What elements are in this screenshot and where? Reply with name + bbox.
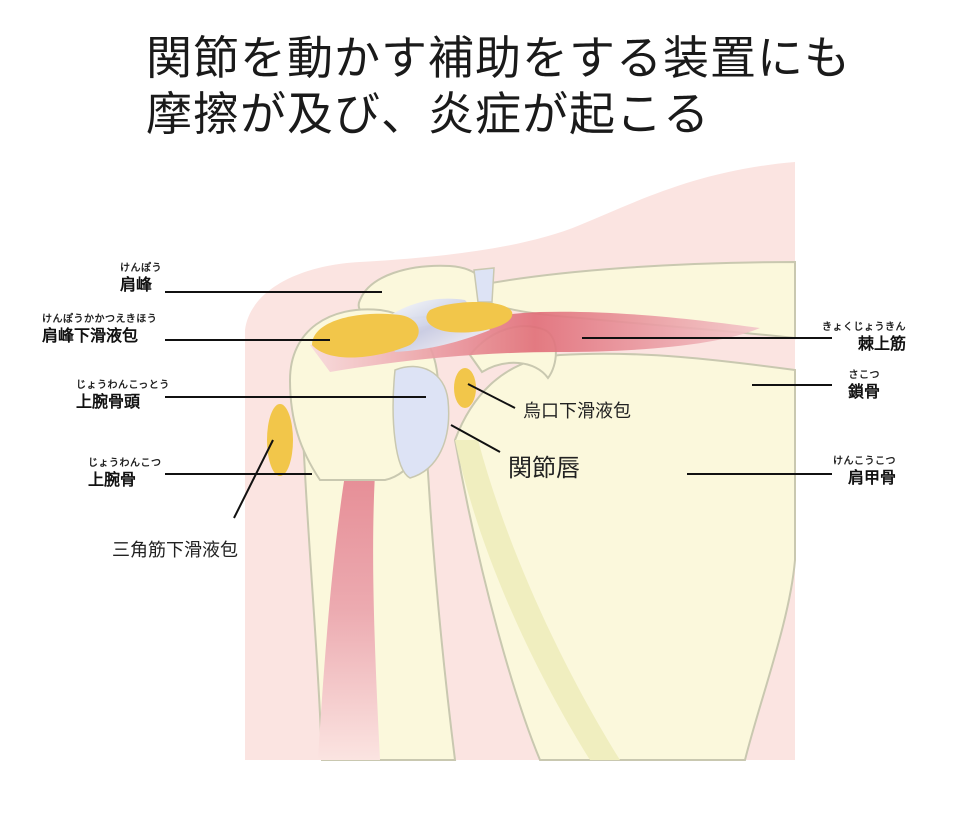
ruby-humerus: じょうわんこつ	[88, 458, 162, 469]
label-clavicle: さこつ 鎖骨	[848, 370, 880, 402]
ruby-subacromial-bursa: けんぽうかかつえきほう	[42, 314, 158, 325]
label-supraspinatus: きょくじょうきん 棘上筋	[822, 322, 906, 354]
subacromial-bursa-shape-2	[426, 302, 513, 333]
label-humerus: じょうわんこつ 上腕骨	[88, 458, 162, 490]
subcoracoid-bursa-shape	[454, 368, 476, 408]
ac-joint-cartilage	[473, 267, 495, 303]
subdeltoid-bursa-shape	[267, 404, 293, 476]
ruby-supraspinatus: きょくじょうきん	[822, 322, 906, 333]
title-line-2: 摩擦が及び、炎症が起こる	[146, 87, 710, 141]
ruby-scapula: けんこうこつ	[833, 456, 896, 467]
page-title: 関節を動かす補助をする装置にも 摩擦が及び、炎症が起こる	[146, 30, 926, 142]
text-clavicle: 鎖骨	[847, 382, 880, 401]
leader-subdeltoid-bursa	[233, 439, 274, 519]
label-glenoid-labrum: 関節唇	[508, 454, 580, 482]
subacromial-bursa-shape	[312, 313, 419, 358]
label-subcoracoid-bursa: 烏口下滑液包	[523, 401, 631, 422]
label-acromion: けんぽう 肩峰	[120, 263, 162, 295]
title-line-1: 関節を動かす補助をする装置にも	[146, 31, 851, 85]
ruby-acromion: けんぽう	[120, 263, 162, 274]
ruby-humeral-head: じょうわんこっとう	[76, 380, 170, 391]
text-acromion: 肩峰	[120, 275, 153, 294]
text-subacromial-bursa: 肩峰下滑液包	[42, 326, 139, 345]
label-subacromial-bursa: けんぽうかかつえきほう 肩峰下滑液包	[42, 314, 157, 346]
text-scapula: 肩甲骨	[847, 468, 896, 487]
text-supraspinatus: 棘上筋	[857, 334, 906, 353]
ruby-clavicle: さこつ	[848, 370, 880, 381]
text-humeral-head: 上腕骨頭	[76, 392, 141, 411]
glenoid-cartilage	[392, 365, 450, 479]
label-humeral-head: じょうわんこっとう 上腕骨頭	[76, 380, 170, 412]
scapula-border	[455, 440, 620, 760]
label-subdeltoid-bursa: 三角筋下滑液包	[112, 540, 238, 561]
label-scapula: けんこうこつ 肩甲骨	[833, 456, 896, 488]
text-humerus: 上腕骨	[88, 470, 137, 489]
leader-subcoracoid-bursa	[467, 383, 516, 409]
leader-glenoid-labrum	[450, 424, 501, 453]
